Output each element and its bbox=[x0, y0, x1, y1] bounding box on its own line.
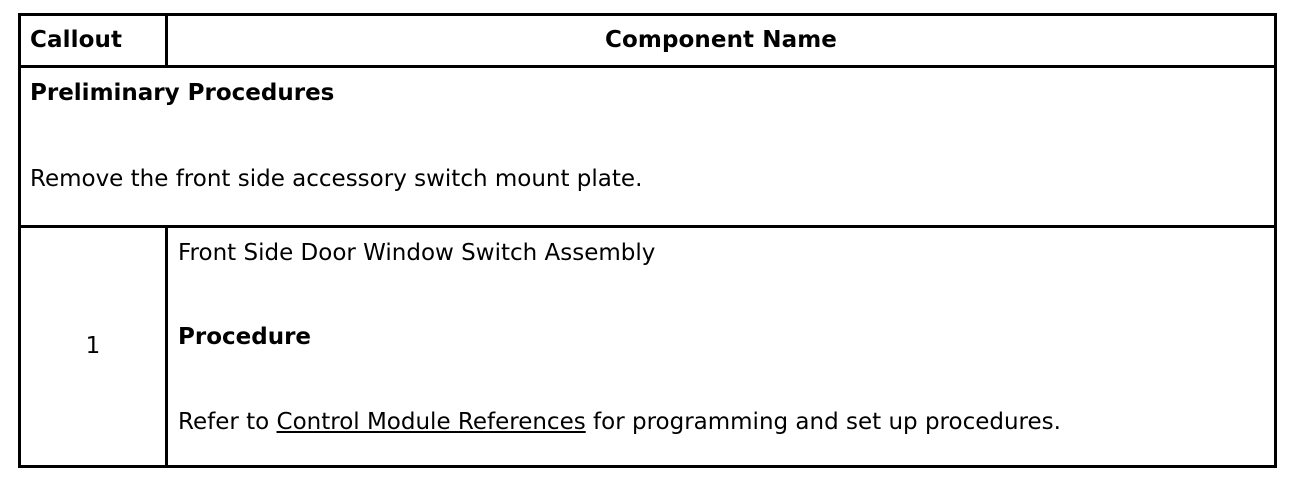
header-cell-callout: Callout bbox=[21, 16, 168, 65]
component-name-column-header-label: Component Name bbox=[605, 27, 837, 53]
callout-number: 1 bbox=[85, 333, 101, 359]
component-callout-table: Callout Component Name Preliminary Proce… bbox=[18, 13, 1277, 468]
preliminary-procedures-text: Remove the front side accessory switch m… bbox=[30, 166, 643, 193]
procedure-text-prefix: Refer to bbox=[178, 408, 277, 435]
callout-number-cell: 1 bbox=[21, 228, 168, 465]
control-module-references-link[interactable]: Control Module References bbox=[276, 408, 586, 435]
header-cell-component-name: Component Name bbox=[168, 16, 1274, 65]
preliminary-procedures-row: Preliminary Procedures Remove the front … bbox=[21, 68, 1274, 228]
preliminary-procedures-title: Preliminary Procedures bbox=[30, 80, 335, 106]
procedure-heading: Procedure bbox=[178, 324, 312, 351]
callout-column-header-label: Callout bbox=[30, 27, 123, 53]
component-detail-cell: Front Side Door Window Switch Assembly P… bbox=[168, 228, 1274, 465]
component-name-text: Front Side Door Window Switch Assembly bbox=[178, 240, 656, 266]
table-header-row: Callout Component Name bbox=[21, 16, 1274, 68]
procedure-description: Refer to Control Module References for p… bbox=[178, 409, 1264, 435]
table-row: 1 Front Side Door Window Switch Assembly… bbox=[21, 228, 1274, 465]
procedure-text-suffix: for programming and set up procedures. bbox=[585, 408, 1061, 435]
